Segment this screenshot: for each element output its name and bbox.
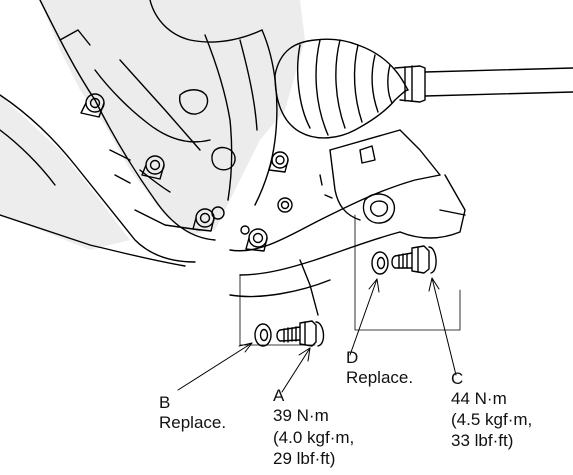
callout-c-torque-kgf: (4.5 kgf·m, bbox=[451, 410, 533, 429]
callout-c-torque-lbf: 33 lbf·ft) bbox=[451, 431, 514, 450]
callout-b-letter: B bbox=[159, 393, 171, 412]
callout-a-torque-nm: 39 N·m bbox=[273, 406, 329, 425]
cv-boot bbox=[274, 38, 573, 139]
washer-d bbox=[371, 251, 389, 275]
callout-b-note: Replace. bbox=[159, 413, 227, 432]
callout-c-torque-nm: 44 N·m bbox=[451, 389, 507, 408]
bolt-a bbox=[276, 320, 325, 347]
housing-bolts bbox=[80, 93, 293, 252]
reference-frame bbox=[239, 214, 461, 346]
bolt-c bbox=[391, 245, 437, 274]
callout-a-torque-lbf: 29 lbf·ft) bbox=[273, 449, 336, 468]
callout-d-letter: D bbox=[346, 348, 359, 367]
callout-c-letter: C bbox=[451, 369, 464, 388]
mount-bracket bbox=[229, 129, 466, 316]
leader-lines bbox=[177, 277, 457, 393]
callout-a-torque-kgf: (4.0 kgf·m, bbox=[273, 428, 355, 447]
callout-d-note: Replace. bbox=[346, 368, 414, 387]
callout-a-letter: A bbox=[273, 386, 285, 405]
washer-b bbox=[254, 323, 272, 347]
housing-shading bbox=[0, 0, 305, 250]
